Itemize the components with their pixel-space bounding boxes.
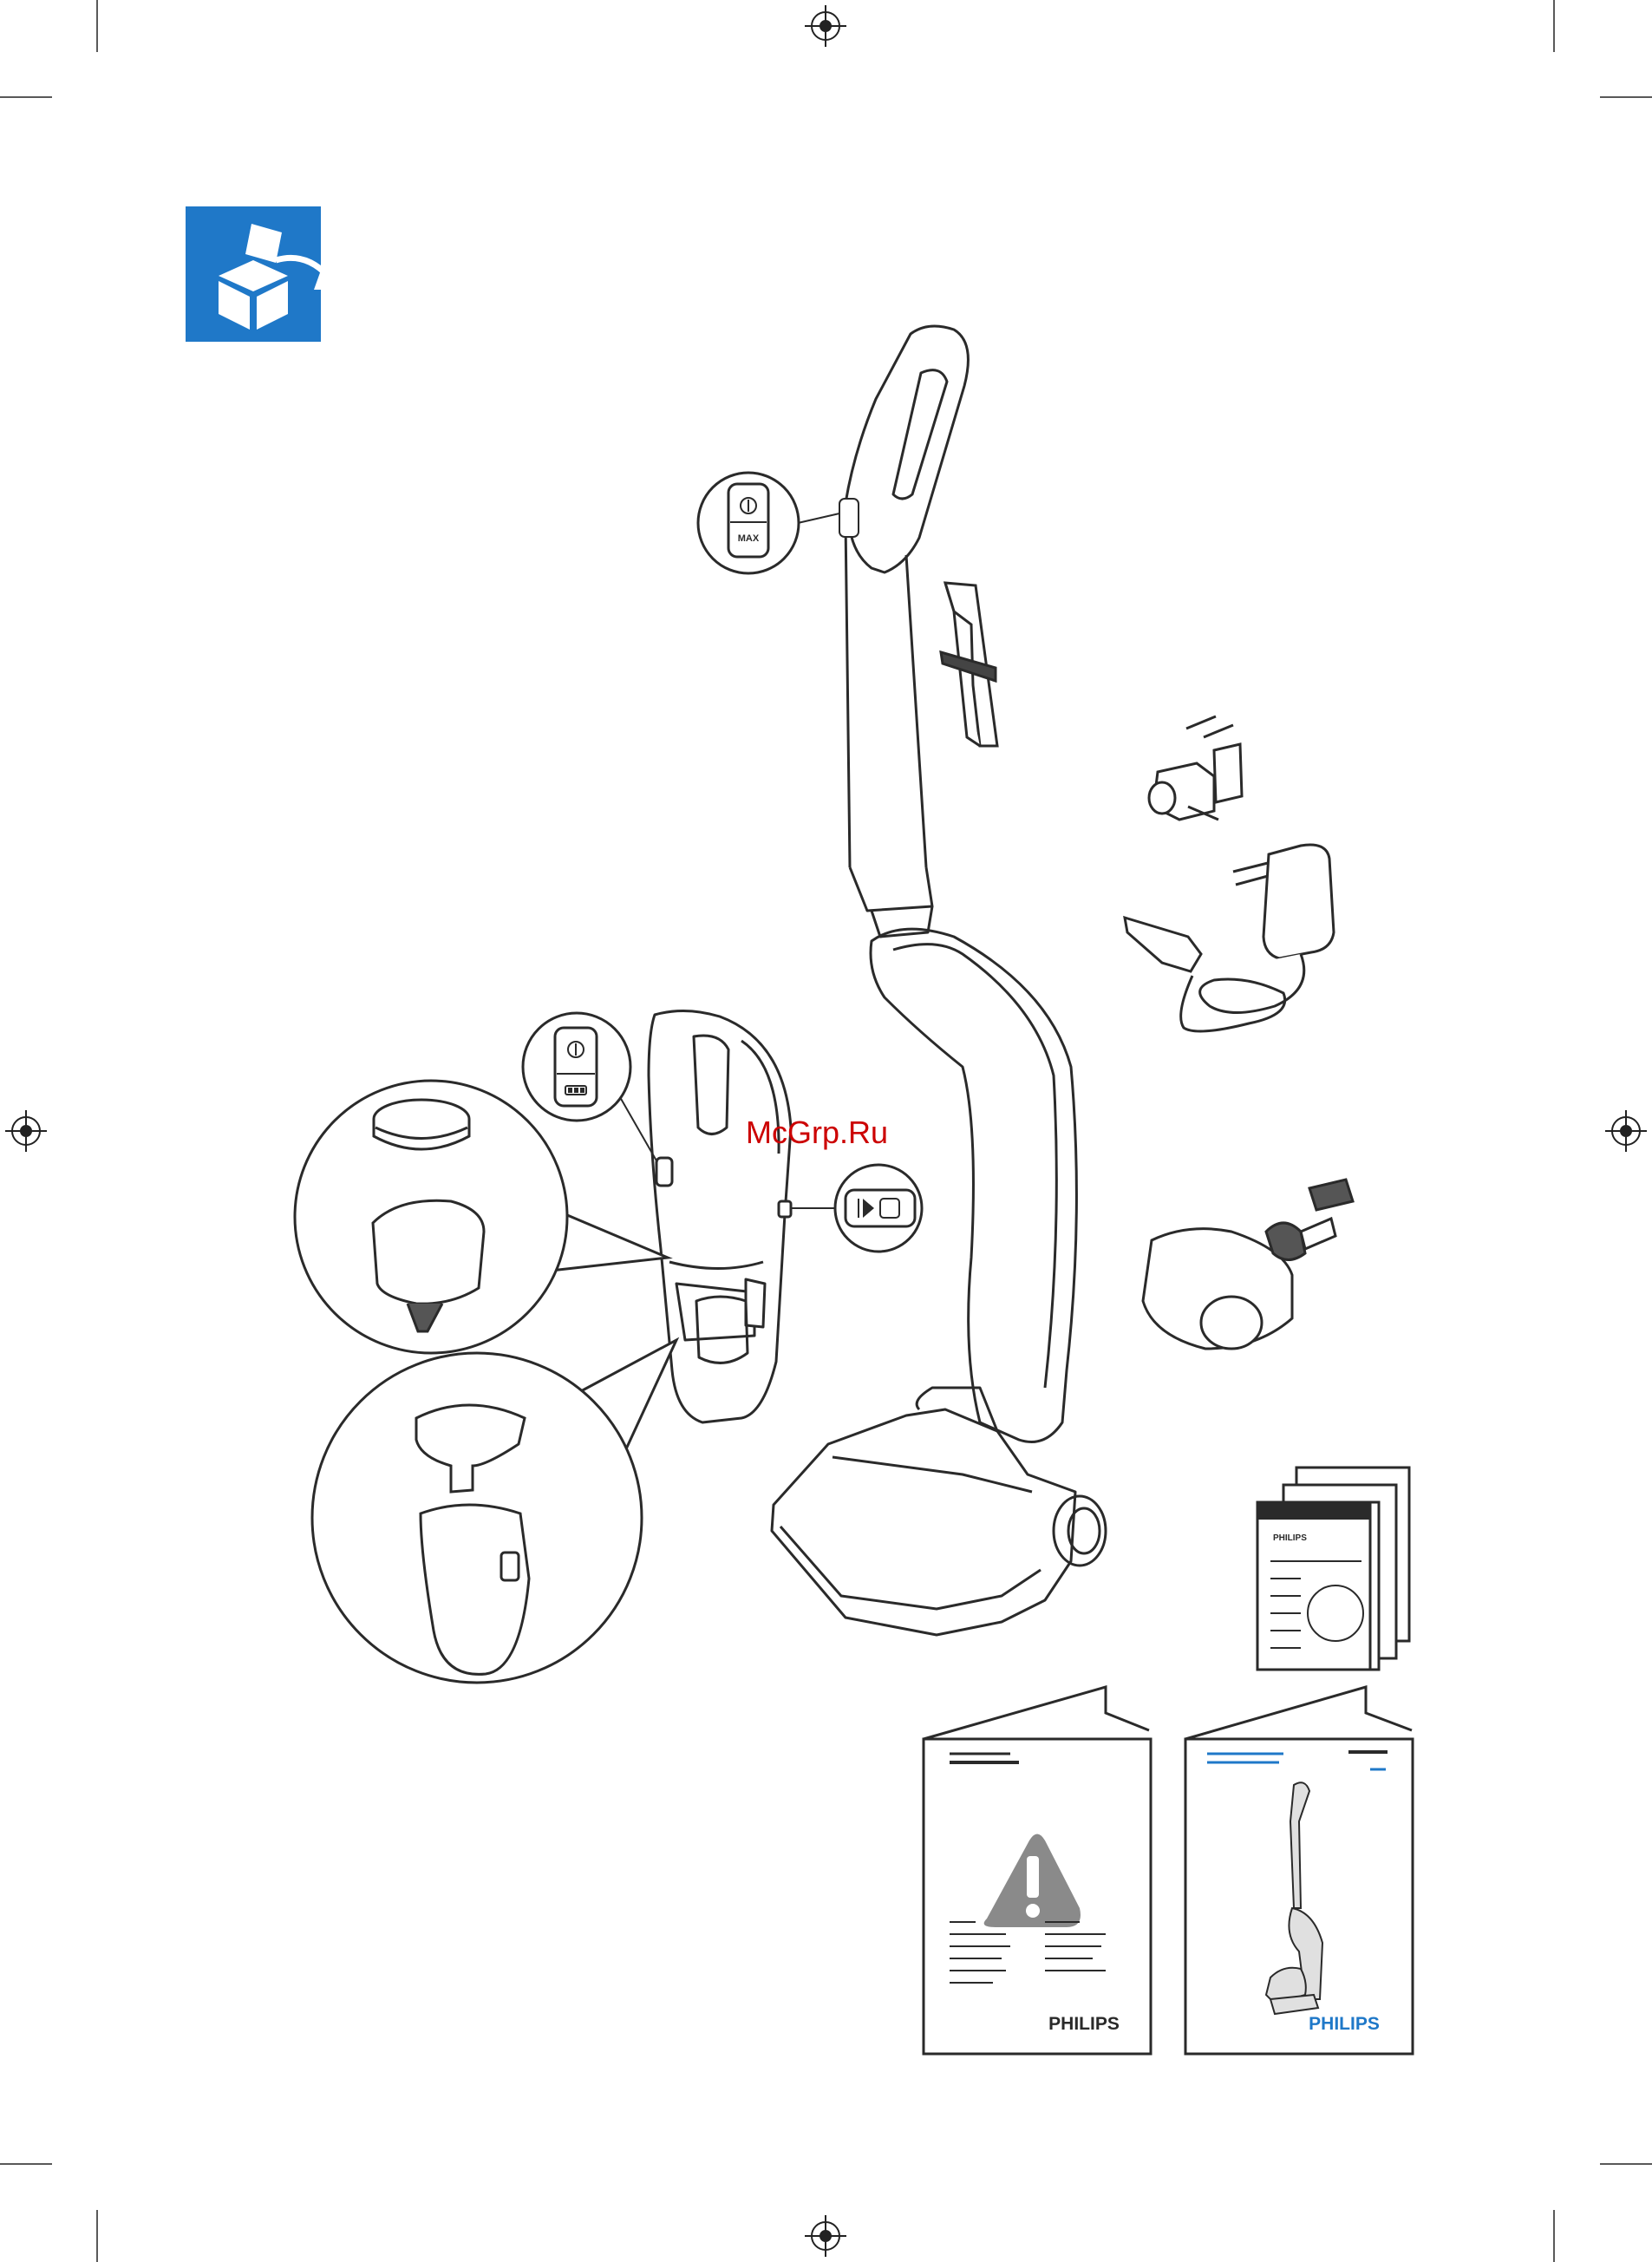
handle-button-callout: MAX bbox=[698, 473, 859, 573]
charger-adapter bbox=[1125, 845, 1334, 1031]
user-manual: PHILIPS bbox=[1185, 1687, 1413, 2054]
turbo-brush bbox=[1143, 1180, 1353, 1349]
filter-detail-callout bbox=[295, 1081, 668, 1353]
manual-brand-label: PHILIPS bbox=[1309, 2014, 1380, 2034]
crevice-tool bbox=[941, 583, 997, 746]
vacuum-stick-body bbox=[772, 326, 1106, 1635]
handheld-unit bbox=[649, 1010, 791, 1422]
wall-bracket bbox=[1149, 716, 1242, 820]
registration-mark-icon bbox=[805, 2215, 846, 2257]
release-button-callout bbox=[791, 1165, 922, 1252]
registration-mark-icon bbox=[1605, 1110, 1647, 1152]
registration-card-stack: PHILIPS bbox=[1257, 1468, 1409, 1670]
safety-leaflet: PHILIPS bbox=[924, 1687, 1151, 2054]
registration-mark-icon bbox=[5, 1110, 47, 1152]
dust-container-callout bbox=[312, 1340, 676, 1683]
warning-brand-label: PHILIPS bbox=[1048, 2014, 1120, 2034]
watermark-text: McGrp.Ru bbox=[746, 1115, 888, 1150]
box-contents-icon bbox=[186, 206, 343, 342]
registration-mark-icon bbox=[805, 5, 846, 47]
max-label: MAX bbox=[738, 533, 760, 544]
card-brand-label: PHILIPS bbox=[1273, 1533, 1307, 1543]
